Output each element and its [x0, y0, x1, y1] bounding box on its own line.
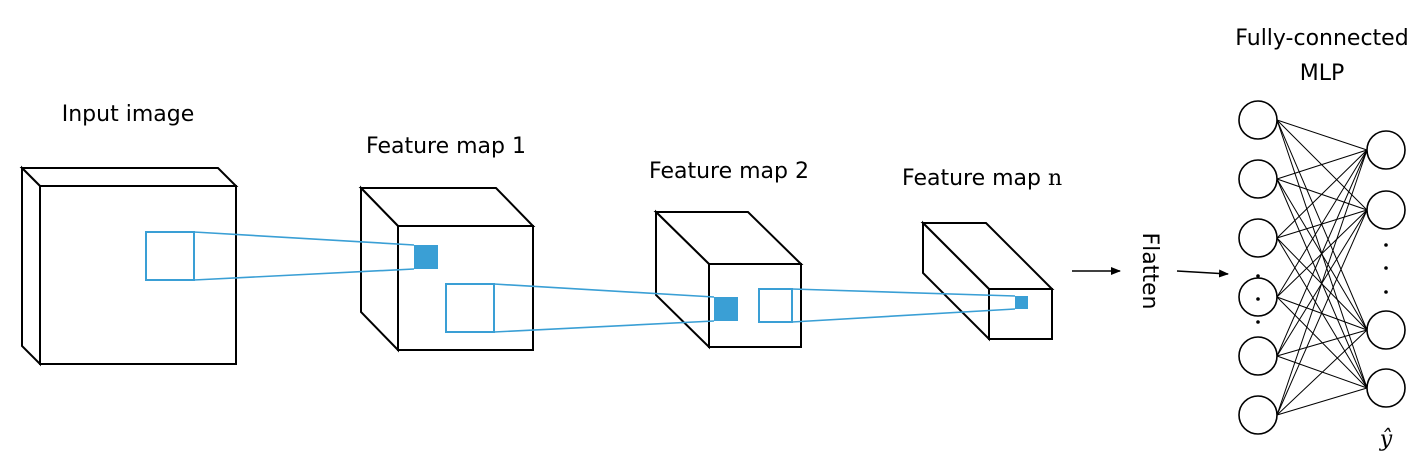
input-receptive-field — [145, 231, 195, 281]
projection-line — [193, 231, 415, 246]
mlp-input-neuron — [1238, 100, 1278, 140]
flatten-out-arrow — [1176, 269, 1229, 278]
feature-map-n-cuboid — [920, 220, 1055, 342]
mlp-connection — [1276, 329, 1368, 357]
input-image-left-face — [21, 165, 41, 367]
feature-map-n-label: Feature map n — [902, 166, 1062, 191]
ellipsis-dot — [1256, 297, 1260, 301]
feature-map-2-receptive-field — [758, 288, 793, 323]
mlp-edges — [1276, 119, 1368, 416]
feature-map-2-activation — [714, 297, 738, 321]
input-image-cube — [19, 165, 239, 367]
projection-line — [493, 320, 715, 333]
mlp-connection — [1276, 387, 1368, 416]
input-image-top-face — [19, 167, 239, 187]
mlp-connection — [1276, 178, 1368, 331]
mlp-input-neuron — [1238, 159, 1278, 199]
ellipsis-dot — [1256, 274, 1260, 278]
input-ellipsis — [1256, 274, 1260, 324]
mlp-title-line2: MLP — [1300, 61, 1345, 86]
mlp-title-line1: Fully-connected — [1235, 26, 1408, 51]
mlp-input-neuron — [1238, 277, 1278, 317]
feature-map-1-activation — [414, 245, 438, 269]
input-image-label: Input image — [62, 102, 194, 127]
mlp-connection — [1276, 149, 1368, 298]
feature-map-2-label: Feature map 2 — [649, 159, 809, 184]
feature-map-n-variable: n — [1048, 166, 1062, 191]
mlp-connection — [1276, 119, 1368, 151]
feature-map-1-label: Feature map 1 — [366, 134, 526, 159]
mlp-nodes — [1238, 100, 1406, 435]
ellipsis-dot — [1384, 290, 1388, 294]
input-image-front-face — [39, 185, 237, 365]
mlp-output-neuron — [1366, 310, 1406, 350]
flatten-label: Flatten — [1137, 233, 1162, 310]
ellipsis-dot — [1384, 266, 1388, 270]
output-ellipsis — [1384, 243, 1388, 294]
feature-map-2-cube — [653, 209, 804, 350]
ellipsis-dot — [1384, 243, 1388, 247]
mlp-connection — [1276, 149, 1368, 180]
mlp-output-neuron — [1366, 368, 1406, 408]
mlp-connection — [1276, 149, 1368, 416]
mlp-connection — [1276, 329, 1368, 416]
feature-map-n-prefix: Feature map — [902, 166, 1048, 191]
mlp-connection — [1276, 119, 1368, 331]
feature-map-n-activation — [1015, 296, 1028, 309]
mlp-connection — [1276, 149, 1368, 357]
mlp-output-neuron — [1366, 130, 1406, 170]
mlp-input-neuron — [1238, 336, 1278, 376]
ellipsis-dot — [1256, 320, 1260, 324]
mlp-connection — [1276, 209, 1368, 416]
mlp-input-neuron — [1238, 218, 1278, 258]
projection-line — [493, 283, 715, 298]
mlp-output-neuron — [1366, 190, 1406, 230]
projection-line — [791, 288, 1016, 297]
mlp-connection — [1276, 149, 1368, 239]
projection-line — [791, 308, 1016, 323]
mlp-input-neuron — [1238, 395, 1278, 435]
output-label-yhat: ŷ — [1379, 427, 1393, 452]
feature-map-1-receptive-field — [445, 283, 495, 333]
projection-lines — [193, 231, 1016, 333]
feature-map-1-cube — [358, 185, 536, 353]
projection-line — [193, 268, 415, 281]
